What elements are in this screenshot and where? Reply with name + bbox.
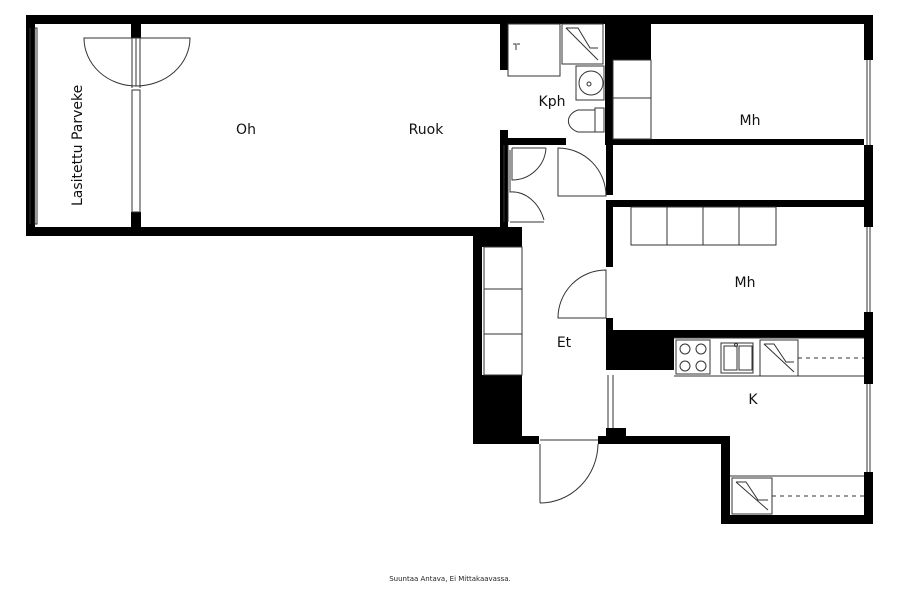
label-bedroom1: Mh (740, 113, 761, 129)
room-labels: Lasitettu Parveke Oh Ruok Kph Mh Mh Et K (70, 85, 760, 408)
caption: Suuntaa Antava, Ei Mittakaavassa. (389, 575, 511, 583)
label-bathroom: Kph (539, 94, 566, 110)
walls (26, 15, 873, 524)
label-hall: Et (557, 335, 572, 351)
label-living: Oh (236, 122, 256, 138)
label-dining: Ruok (409, 122, 445, 138)
label-kitchen: K (748, 392, 758, 408)
fixtures (29, 23, 871, 515)
label-bedroom2: Mh (735, 275, 756, 291)
label-balcony: Lasitettu Parveke (70, 85, 86, 206)
